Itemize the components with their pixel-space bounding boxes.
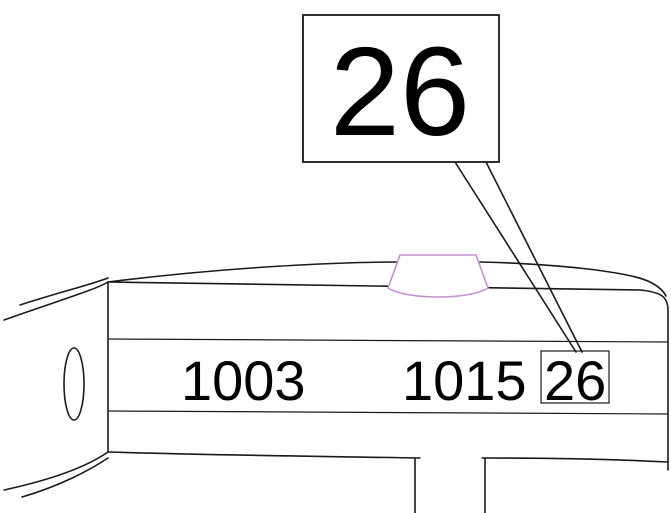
side-oval-hole xyxy=(63,347,85,421)
imprint-left-number: 1003 xyxy=(181,349,306,412)
label-band-top-line xyxy=(107,338,669,343)
device-casing-bottom xyxy=(3,451,109,498)
callout-magnified-digits: 26 xyxy=(330,21,470,162)
imprint-right-number-highlight: 26 xyxy=(544,349,606,412)
device-body xyxy=(107,281,669,471)
device-casing-top xyxy=(3,261,667,321)
imprint-right-number-prefix: 1015 xyxy=(402,349,527,412)
callout-leader-lines xyxy=(454,161,583,353)
bottom-stem xyxy=(414,457,486,513)
top-clip xyxy=(387,254,489,298)
callout-box xyxy=(302,14,500,163)
label-band-bottom-line xyxy=(107,410,669,415)
